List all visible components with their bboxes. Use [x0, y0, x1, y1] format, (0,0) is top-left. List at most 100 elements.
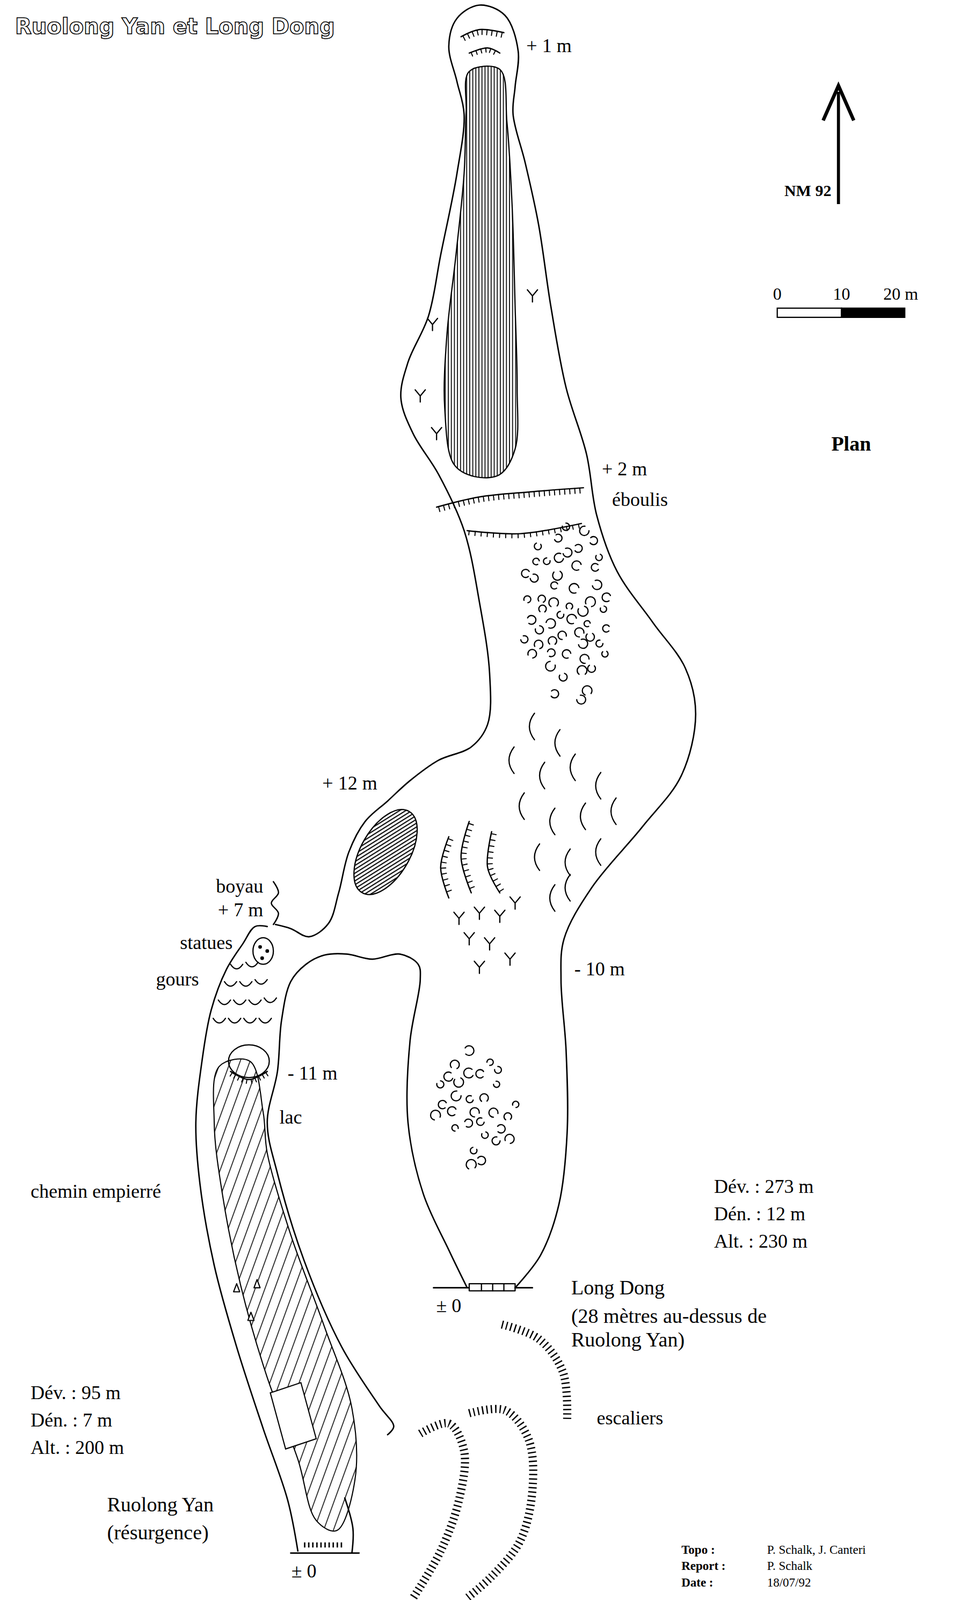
stalagmite-symbol — [431, 427, 442, 440]
scarp-tick — [560, 527, 562, 532]
scarp-tick — [490, 873, 496, 876]
scarp-tick — [490, 839, 496, 841]
boulder-symbol — [592, 579, 602, 590]
scarp-tick — [503, 493, 505, 499]
entrance-line — [290, 1551, 359, 1554]
stairs-symbol — [467, 1408, 534, 1598]
gour-symbol — [255, 979, 268, 985]
north-arrow-head — [823, 85, 854, 121]
scarp-tick — [548, 490, 551, 496]
boulder-symbol — [543, 557, 550, 565]
map-label: - 10 m — [574, 957, 625, 980]
scarp-tick — [486, 29, 487, 35]
map-label: Dén. : 7 m — [30, 1408, 113, 1431]
scarp-tick — [529, 532, 532, 537]
map-label: (28 mètres au-dessus de Ruolong Yan) — [571, 1304, 824, 1351]
cave-wall — [267, 953, 468, 1435]
map-label: éboulis — [612, 488, 668, 511]
map-label: Dév. : 95 m — [30, 1381, 121, 1404]
boulder-symbol — [579, 526, 589, 536]
slope-mark — [610, 797, 616, 825]
stairs-symbol — [412, 1422, 465, 1598]
scarp-tick — [462, 35, 465, 41]
scarp-tick — [241, 1077, 244, 1082]
scarp-tick — [475, 50, 477, 55]
boulder-symbol — [548, 597, 559, 608]
entrance-gate-bars — [481, 1283, 505, 1291]
boulder-symbol — [574, 544, 583, 553]
boulder-symbol — [470, 1146, 477, 1154]
boulder-symbol — [539, 605, 547, 613]
north-arrow-shaft — [837, 91, 841, 205]
boulder-symbol — [566, 602, 573, 610]
scarp-tick — [489, 845, 494, 847]
map-label: + 12 m — [322, 772, 377, 795]
scarp-tick — [572, 525, 574, 529]
gour-symbol — [230, 963, 243, 969]
stalagmite-symbol — [474, 961, 485, 974]
scarp-tick — [497, 494, 500, 500]
boulder-symbol — [600, 605, 607, 613]
slope-mark — [570, 753, 576, 781]
statues-pillar — [252, 937, 274, 964]
boulder-symbol — [450, 1059, 460, 1069]
slope-mark — [549, 884, 555, 911]
boulder-symbol — [601, 650, 609, 658]
boulder-symbol — [562, 649, 571, 659]
boulder-symbol — [554, 534, 562, 542]
scarp-tick — [542, 530, 543, 536]
scarp-tick — [513, 492, 515, 498]
boulder-symbol — [512, 1100, 520, 1108]
scarp-tick — [472, 497, 475, 503]
slope-mark — [595, 838, 601, 865]
boyau-passage — [271, 881, 279, 924]
map-label: 10 — [832, 284, 850, 304]
boulder-symbol — [589, 536, 598, 545]
boulder-symbol — [582, 685, 593, 696]
boulder-symbol — [527, 615, 536, 624]
boulder-symbol — [547, 648, 556, 657]
boulder-symbol — [534, 542, 542, 550]
scarp-tick — [453, 502, 455, 508]
boulder-symbol — [578, 638, 588, 649]
gour-symbol — [218, 999, 231, 1005]
boulder-symbol — [521, 569, 530, 578]
scarp-line — [230, 1071, 267, 1080]
slope-mark — [555, 729, 560, 756]
scarp-tick — [493, 495, 494, 500]
boulder-symbol — [253, 1278, 260, 1287]
stalagmite-symbol — [504, 952, 515, 965]
scarp-tick — [265, 1072, 268, 1076]
boulder-symbol — [463, 1067, 474, 1078]
slope-mark — [565, 874, 571, 901]
scarp-tick — [468, 530, 470, 535]
map-label: boyau — [215, 875, 264, 898]
map-label: escaliers — [596, 1406, 664, 1429]
stalagmite-symbol — [474, 906, 485, 920]
boulder-symbol — [559, 672, 568, 681]
scarp-tick — [448, 838, 454, 840]
credit-text: P. Schalk, J. Canteri — [767, 1542, 866, 1557]
boulder-symbol — [571, 560, 581, 570]
scarp-tick — [465, 875, 471, 877]
boulder-symbol — [550, 689, 559, 698]
boulder-symbol — [494, 1066, 502, 1074]
boulder-symbol — [477, 1155, 486, 1165]
scarp-tick — [251, 1079, 253, 1083]
scarp-tick — [491, 30, 492, 36]
gour-symbol — [249, 999, 262, 1005]
map-label: ± 0 — [436, 1294, 462, 1317]
map-title: Ruolong Yan et Long Dong — [15, 13, 336, 39]
boulder-symbol — [563, 547, 573, 557]
map-label: Alt. : 230 m — [714, 1229, 808, 1253]
boulder-symbol — [548, 636, 557, 645]
scarp-tick — [486, 532, 488, 537]
scarp-tick — [533, 491, 536, 497]
boulder-symbol — [464, 1045, 475, 1055]
scarp-line — [487, 831, 500, 893]
hatched-areas — [213, 66, 518, 1531]
scarp-tick — [463, 500, 465, 506]
boulder-symbol — [537, 594, 546, 603]
boulder-symbol — [438, 1100, 447, 1109]
map-label: - 11 m — [287, 1061, 338, 1084]
